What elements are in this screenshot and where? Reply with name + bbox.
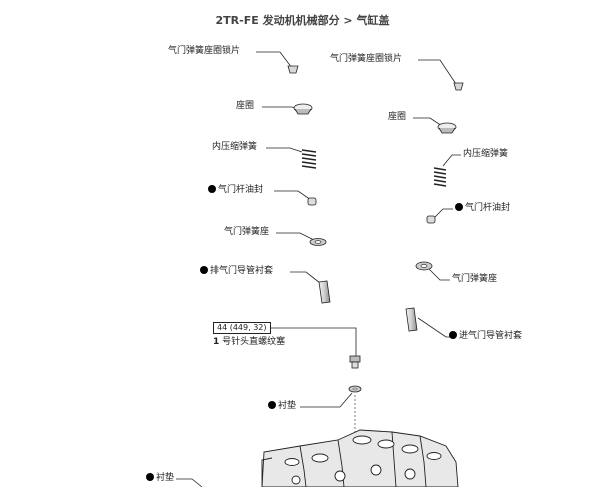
inner-spring-right (433, 167, 447, 187)
label-seat-left: 座圈 (236, 101, 255, 111)
label-spring-seat-left: 气门弹簧座 (224, 227, 270, 237)
label-inner-spring-left: 内压缩弹簧 (212, 142, 258, 152)
bullet-icon (208, 185, 216, 193)
torque-note-text: 号针头直螺纹塞 (222, 337, 286, 347)
breadcrumb-separator: > (343, 14, 353, 27)
label-inner-spring-right: 内压缩弹簧 (463, 149, 509, 159)
bullet-icon (200, 266, 208, 274)
exhaust-valve-guide-bush (318, 280, 331, 304)
label-retainer-lock-left: 气门弹簧座圈锁片 (168, 46, 241, 56)
label-stem-seal-left: 气门杆油封 (208, 185, 263, 196)
gasket-washer (348, 385, 362, 393)
cylinder-head (261, 429, 459, 487)
intake-valve-guide-bush (405, 307, 418, 332)
valve-spring-seat-right (415, 261, 433, 271)
label-retainer-lock-right: 气门弹簧座圈锁片 (330, 54, 403, 64)
valve-spring-seat-left (309, 238, 327, 246)
section-name: 发动机机械部分 (262, 14, 340, 27)
bullet-icon (455, 203, 463, 211)
inner-spring-left (301, 149, 317, 169)
bullet-icon (449, 331, 457, 339)
valve-stem-seal-right (426, 215, 436, 224)
valve-stem-seal-left (307, 197, 317, 206)
torque-note-number: 1 (213, 337, 220, 347)
spring-seat-retainer-right (437, 122, 457, 134)
subsection-name: 气缸盖 (356, 14, 390, 27)
torque-note: 1 号针头直螺纹塞 (213, 337, 285, 348)
spring-seat-retainer-left (293, 103, 313, 115)
page-header: 2TR-FE 发动机机械部分 > 气缸盖 (0, 12, 605, 28)
label-exhaust-guide-bush: 排气门导管衬套 (200, 266, 273, 277)
label-seat-right: 座圈 (388, 112, 407, 122)
torque-spec-box: 44 (449, 32) (213, 322, 271, 334)
label-spring-seat-right: 气门弹簧座 (452, 274, 498, 284)
retainer-lock-left (287, 65, 299, 74)
retainer-lock-right (453, 82, 464, 91)
label-intake-guide-bush: 进气门导管衬套 (449, 331, 522, 342)
label-gasket-washer: 衬垫 (268, 401, 296, 412)
label-stem-seal-right: 气门杆油封 (455, 203, 510, 214)
bullet-icon (268, 401, 276, 409)
model-code: 2TR-FE (215, 14, 259, 27)
straight-screw-plug (349, 355, 361, 369)
bullet-icon (146, 473, 154, 481)
label-gasket-head: 衬垫 (146, 473, 174, 484)
